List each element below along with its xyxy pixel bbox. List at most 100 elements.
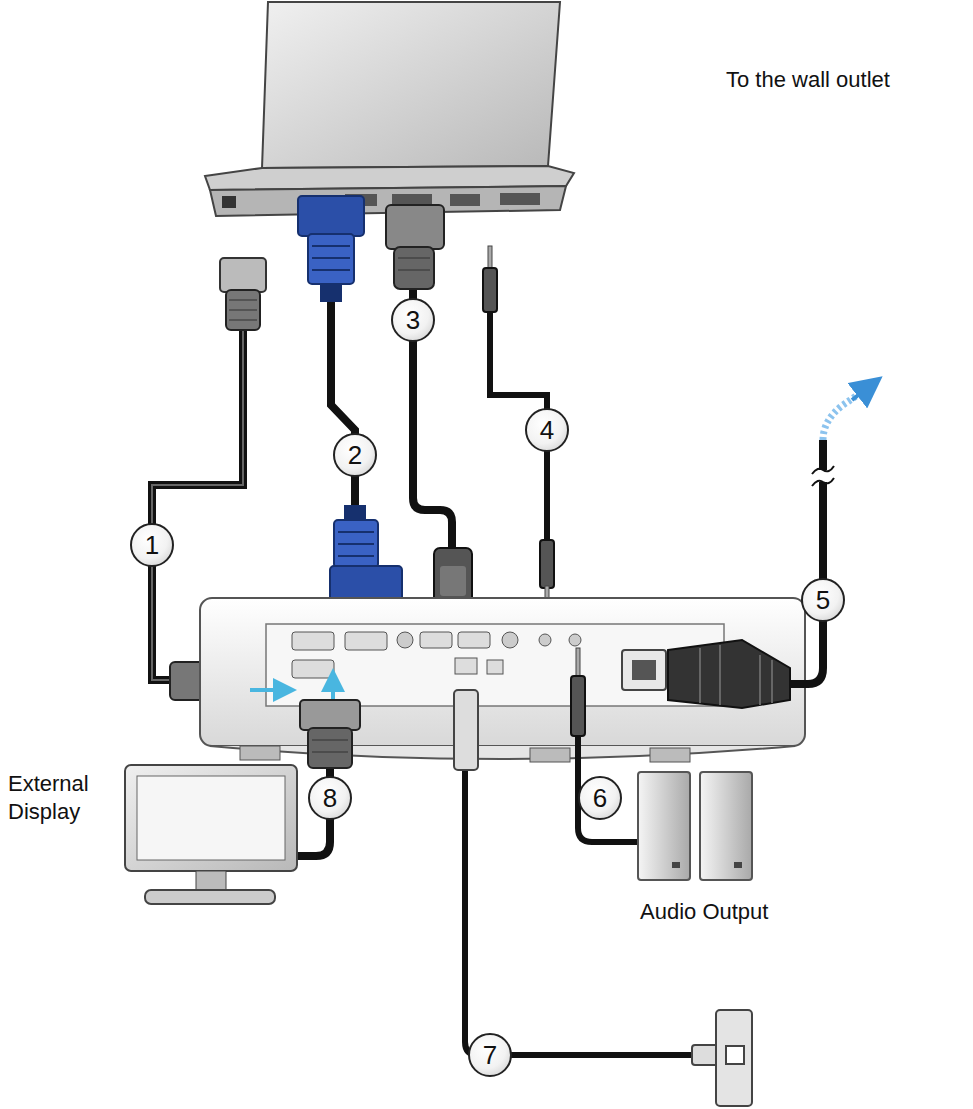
- callout-circle: 4: [525, 408, 569, 452]
- cable-audio-in: [483, 246, 554, 616]
- cable-hdmi-part: [440, 566, 466, 596]
- cable-vga-part: [338, 555, 374, 557]
- projector-part: [420, 632, 452, 648]
- speakers-part: [700, 772, 752, 880]
- cable-power-part: [668, 640, 790, 708]
- text-label: Audio Output: [640, 898, 820, 926]
- callout-number: 6: [593, 785, 607, 811]
- cable-power-part: [852, 386, 870, 400]
- text-label: To the wall outlet: [726, 66, 971, 94]
- speakers: [638, 772, 752, 880]
- callout-number: 4: [540, 417, 554, 443]
- cable-vga-part: [334, 520, 378, 568]
- cable-hdmi-part: [394, 247, 434, 289]
- cable-monitor-out-part: [312, 740, 348, 741]
- cable-hdmi-part: [398, 270, 430, 271]
- cable-vga-part: [338, 531, 374, 533]
- projector-part: [650, 748, 690, 762]
- cable-power-part: [759, 655, 761, 705]
- cable-network-part: [454, 690, 478, 770]
- projector: [200, 598, 805, 762]
- external-display-part: [196, 871, 226, 891]
- projector-part: [210, 746, 795, 759]
- external-display-part: [145, 890, 275, 904]
- cable-vga-part: [298, 196, 364, 236]
- speakers-part: [734, 862, 742, 868]
- cable-vga-part: [320, 284, 342, 302]
- callout-circle: 3: [391, 298, 435, 342]
- callout-number: 5: [816, 587, 830, 613]
- callout-circle: 1: [130, 523, 174, 567]
- cable-network-part: [692, 1045, 718, 1065]
- projector-part: [455, 658, 477, 674]
- laptop: [205, 2, 574, 216]
- callout-circle: 6: [578, 776, 622, 820]
- external-display-part: [137, 776, 285, 860]
- external-display: [125, 765, 297, 904]
- cable-serial-part: [220, 258, 266, 292]
- callout-number: 3: [406, 307, 420, 333]
- laptop-part: [262, 2, 560, 168]
- callout-number: 2: [348, 442, 362, 468]
- cable-power: [668, 386, 870, 708]
- cable-network: [454, 690, 752, 1106]
- cable-vga-part: [312, 257, 350, 259]
- projector-part: [632, 660, 656, 680]
- laptop-part: [222, 196, 236, 208]
- cable-vga-part: [312, 245, 350, 247]
- projector-part: [240, 746, 280, 760]
- cable-hdmi-part: [386, 205, 444, 249]
- projector-part: [397, 632, 413, 648]
- text-label: External Display: [8, 770, 118, 825]
- callout-number: 8: [323, 785, 337, 811]
- cable-audio-out: [571, 648, 640, 842]
- cable-network-part: [716, 1010, 752, 1106]
- projector-part: [502, 632, 518, 648]
- cable-audio-in-part: [488, 246, 492, 270]
- projector-part: [569, 634, 581, 646]
- cable-audio-out-part: [576, 648, 580, 678]
- callout-circle: 7: [468, 1033, 512, 1077]
- projector-part: [200, 598, 805, 746]
- cable-vga-part: [308, 234, 354, 284]
- cable-audio-in-part: [483, 268, 497, 312]
- external-display-part: [125, 765, 297, 871]
- cable-power-part: [719, 645, 721, 705]
- cable-power-part: [699, 648, 701, 703]
- cable-serial-part: [229, 300, 257, 301]
- callout-number: 7: [483, 1042, 497, 1068]
- cable-audio-out-part: [578, 735, 640, 842]
- cable-power-part: [812, 466, 834, 474]
- cable-audio-out-part: [571, 676, 585, 736]
- speakers-part: [638, 772, 690, 880]
- cable-serial-part: [226, 290, 260, 330]
- projector-part: [250, 688, 285, 692]
- projector-part: [622, 650, 666, 690]
- callout-circle: 8: [308, 776, 352, 820]
- cable-monitor-out: [298, 700, 360, 856]
- callout-circle: 5: [801, 578, 845, 622]
- callout-number: 1: [145, 532, 159, 558]
- cable-power-part: [771, 660, 773, 703]
- cable-monitor-out-part: [312, 752, 348, 753]
- cable-vga-part: [312, 269, 350, 271]
- projector-part: [530, 748, 570, 762]
- projector-part: [292, 632, 334, 650]
- projector-part: [487, 660, 503, 674]
- cable-audio-in-part: [540, 540, 554, 588]
- cable-vga-part: [338, 543, 374, 545]
- speakers-part: [672, 862, 680, 868]
- cable-vga: [298, 196, 402, 616]
- callout-circle: 2: [333, 433, 377, 477]
- cable-monitor-out-part: [300, 700, 360, 730]
- cable-monitor-out-part: [308, 728, 352, 768]
- projector-part: [458, 632, 490, 648]
- cable-serial-part: [229, 310, 257, 311]
- cable-power-part: [812, 478, 834, 486]
- cable-serial-part: [229, 320, 257, 321]
- projector-part: [539, 634, 551, 646]
- projector-part: [292, 660, 334, 678]
- projector-part: [345, 632, 387, 650]
- laptop-part: [450, 194, 480, 206]
